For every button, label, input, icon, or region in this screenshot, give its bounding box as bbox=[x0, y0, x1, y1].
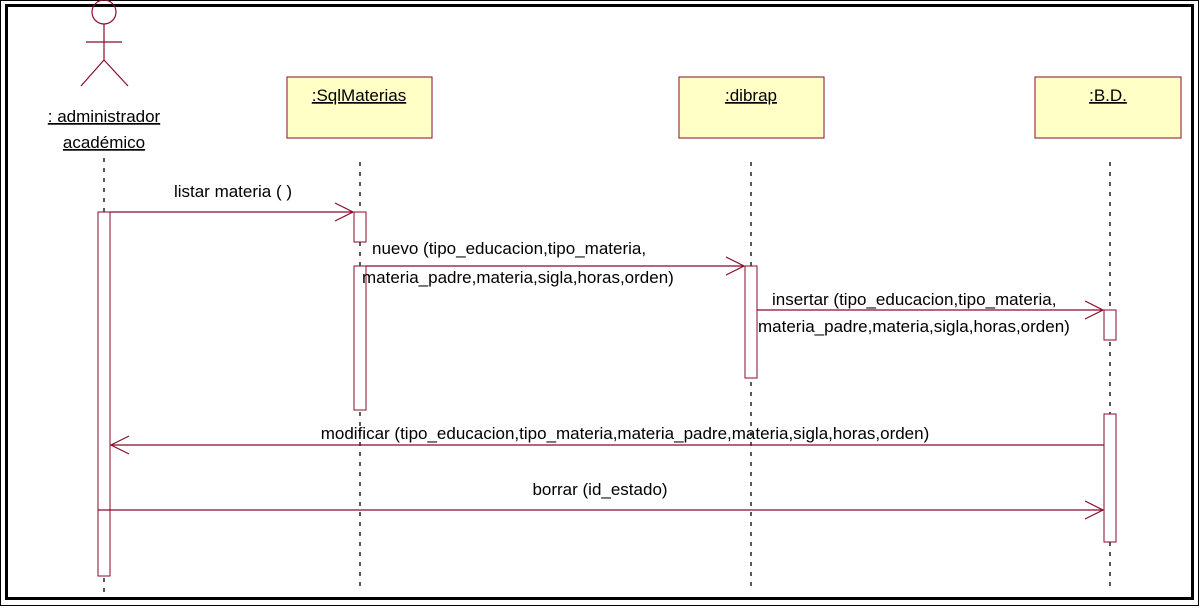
actor-name-line1: : administrador bbox=[48, 107, 161, 126]
activation-bd-2 bbox=[1103, 413, 1117, 543]
diagram-inner-frame bbox=[5, 4, 1194, 600]
message-modificar: modificar (tipo_educacion,tipo_materia,m… bbox=[109, 424, 1104, 455]
message-nuevo: nuevo (tipo_educacion,tipo_materia, mate… bbox=[362, 239, 746, 287]
object-box-bd bbox=[1034, 76, 1182, 139]
activation-administrador bbox=[97, 211, 111, 577]
actor-icon bbox=[80, 0, 129, 87]
activation-dibrap bbox=[744, 265, 758, 379]
message-borrar: borrar (id_estado) bbox=[98, 480, 1105, 520]
message-label: modificar (tipo_educacion,tipo_materia,m… bbox=[321, 424, 930, 443]
message-label-line2: materia_padre,materia,sigla,horas,orden) bbox=[362, 268, 674, 287]
activation-sqlmaterias-2 bbox=[353, 265, 367, 411]
activation-sqlmaterias-1 bbox=[353, 211, 367, 243]
object-box-sqlmaterias bbox=[286, 76, 433, 139]
message-label: borrar (id_estado) bbox=[532, 480, 667, 499]
message-label-line1: insertar (tipo_educacion,tipo_materia, bbox=[772, 290, 1056, 309]
message-label-line1: nuevo (tipo_educacion,tipo_materia, bbox=[372, 239, 646, 258]
object-label-dibrap: :dibrap bbox=[725, 86, 777, 105]
activation-bd-1 bbox=[1103, 309, 1117, 341]
object-label-bd: :B.D. bbox=[1089, 86, 1127, 105]
object-label-sqlmaterias: :SqlMaterias bbox=[312, 86, 406, 105]
message-label: listar materia ( ) bbox=[174, 182, 292, 201]
object-box-dibrap bbox=[678, 76, 825, 139]
message-insertar: insertar (tipo_educacion,tipo_materia, m… bbox=[757, 290, 1105, 336]
message-label-line2: materia_padre,materia,sigla,horas,orden) bbox=[758, 317, 1070, 336]
actor-name-line2: académico bbox=[63, 133, 145, 152]
message-listar-materia: listar materia ( ) bbox=[110, 182, 355, 222]
